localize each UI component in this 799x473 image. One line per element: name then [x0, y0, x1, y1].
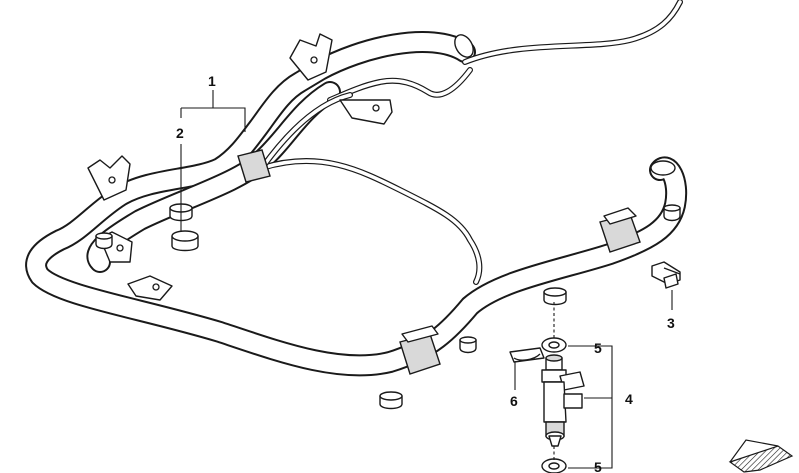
callout-4: 4 — [625, 391, 633, 407]
fuel-rail-tube — [25, 31, 688, 377]
injector-assembly — [509, 337, 585, 473]
leader-lines — [180, 90, 673, 469]
fuel-hose — [259, 0, 683, 285]
injector-bosses — [95, 203, 681, 410]
callout-2: 2 — [176, 125, 184, 141]
bolt-part — [651, 261, 681, 289]
callout-1: 1 — [208, 73, 216, 89]
rail-clips — [237, 149, 641, 375]
hatched-arrow-icon — [728, 439, 794, 473]
callout-5-upper: 5 — [594, 340, 602, 356]
callout-5-lower: 5 — [594, 459, 602, 473]
rubber-pad — [171, 230, 199, 252]
callout-6: 6 — [510, 393, 518, 409]
callout-labels: 1 2 3 4 5 5 6 — [176, 73, 675, 473]
mounting-brackets — [87, 33, 393, 301]
callout-3: 3 — [667, 315, 675, 331]
